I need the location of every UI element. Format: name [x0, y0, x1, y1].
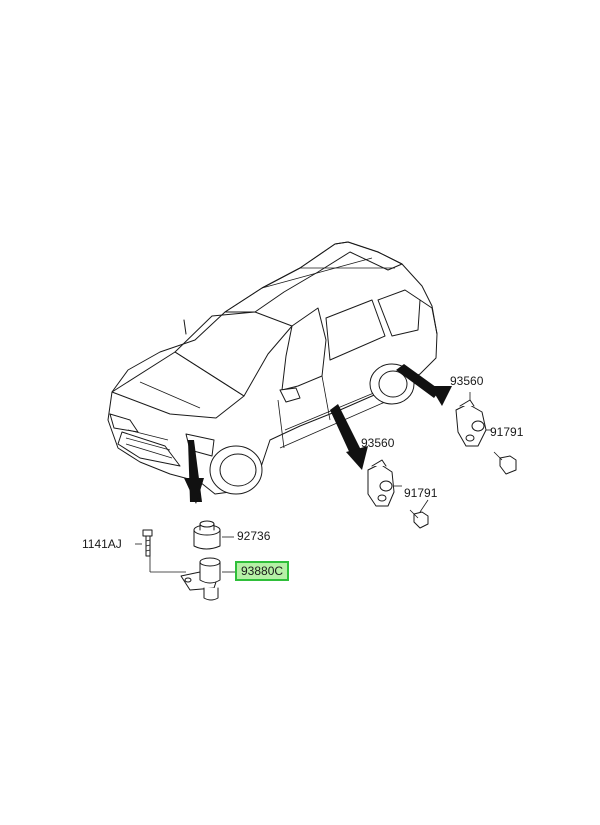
- label-91791-rear: 91791: [490, 425, 524, 439]
- part-91791-rear-drawing: [493, 451, 517, 475]
- part-93880c-drawing: [149, 556, 236, 601]
- leader-arrows: [184, 364, 452, 504]
- part-91791-front-drawing: [409, 499, 429, 529]
- part-92736-drawing: [193, 520, 234, 550]
- label-91791-front: 91791: [404, 486, 438, 500]
- label-93880c[interactable]: 93880C: [235, 561, 290, 581]
- part-93560-front-drawing: [367, 459, 402, 507]
- label-1141aj: 1141AJ: [82, 537, 122, 551]
- vehicle-drawing: [107, 241, 438, 495]
- label-93560-front: 93560: [361, 436, 395, 450]
- part-93560-rear-drawing: [455, 392, 492, 447]
- label-92736: 92736: [237, 529, 271, 543]
- part-1141aj-drawing: [135, 529, 153, 557]
- label-93560-rear: 93560: [450, 374, 484, 388]
